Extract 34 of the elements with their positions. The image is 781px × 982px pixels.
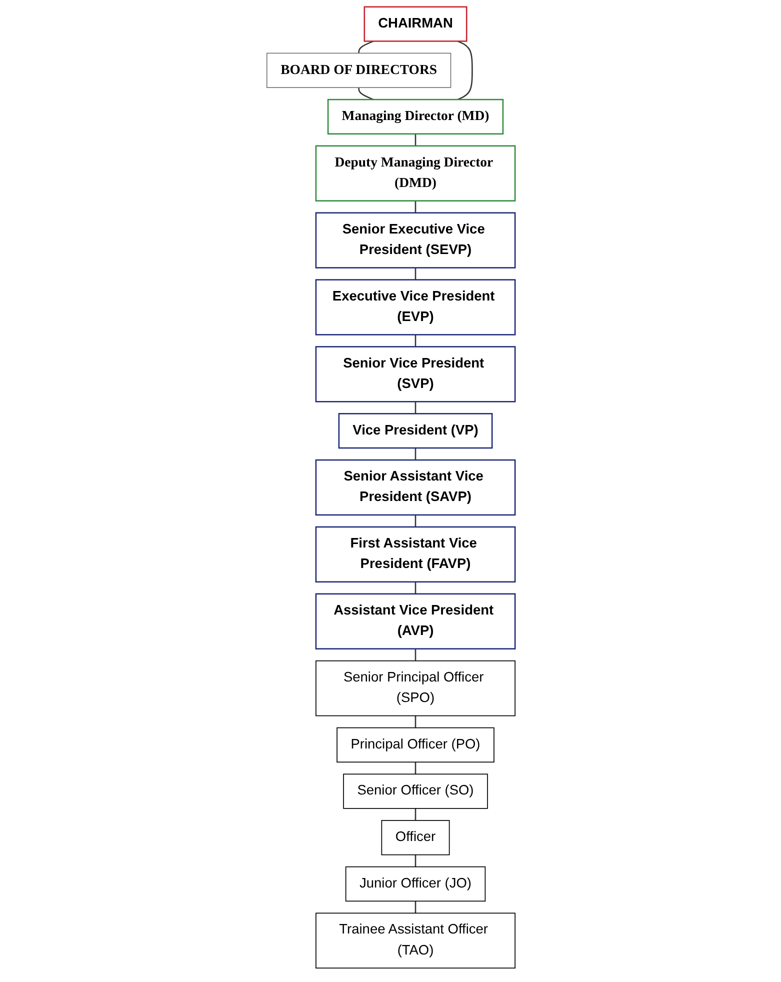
connector <box>414 134 416 146</box>
node-box: CHAIRMAN <box>363 6 467 42</box>
connector <box>414 402 416 414</box>
connector <box>414 582 416 594</box>
node-box: Senior Officer (SO) <box>342 774 488 809</box>
connector <box>414 854 416 867</box>
connector <box>358 88 374 100</box>
connector <box>414 716 416 728</box>
node-box: Deputy Managing Director (DMD) <box>314 145 516 202</box>
node-box: Assistant Vice President (AVP) <box>314 593 516 650</box>
node-box: Senior Principal Officer (SPO) <box>315 660 516 716</box>
node-box: Officer <box>380 820 450 856</box>
connector <box>414 334 416 347</box>
connector <box>414 514 416 527</box>
connector <box>414 808 416 820</box>
connector <box>414 901 416 914</box>
node-box: Junior Officer (JO) <box>344 866 486 902</box>
node-box: Senior Vice President (SVP) <box>314 346 516 402</box>
connector <box>414 448 416 460</box>
connector <box>414 762 416 774</box>
node-box: Principal Officer (PO) <box>336 727 494 763</box>
node-box: Trainee Assistant Officer (TAO) <box>315 912 516 968</box>
node-box: Vice President (VP) <box>338 413 492 449</box>
connector <box>414 268 416 280</box>
node-box: Managing Director (MD) <box>326 98 504 135</box>
node-box: First Assistant Vice President (FAVP) <box>314 526 516 583</box>
node-box: Senior Executive Vice President (SEVP) <box>314 212 516 268</box>
connector <box>456 40 472 100</box>
node-box: BOARD OF DIRECTORS <box>266 52 451 88</box>
node-box: Senior Assistant Vice President (SAVP) <box>314 459 516 516</box>
connector <box>414 200 416 213</box>
connector <box>414 648 416 661</box>
node-box: Executive Vice President (EVP) <box>314 279 516 336</box>
connector <box>358 40 374 54</box>
